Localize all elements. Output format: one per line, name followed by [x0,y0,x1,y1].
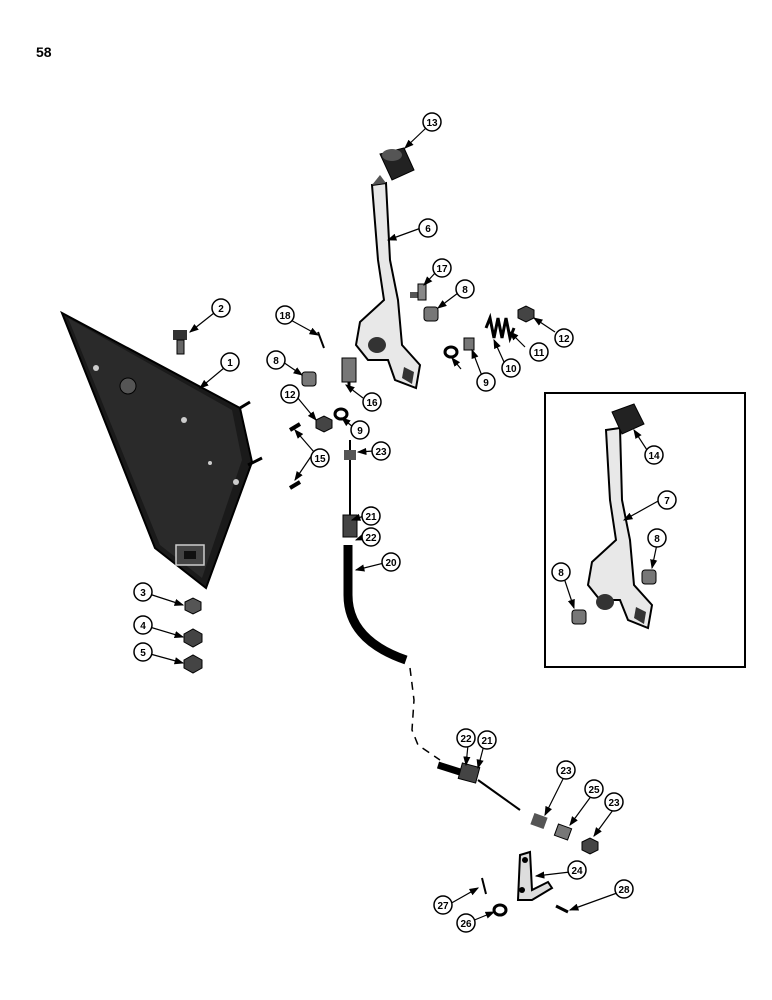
spacer [463,337,475,351]
svg-text:16: 16 [366,398,378,409]
control-cable [342,440,599,855]
control-lever [354,175,422,390]
callout-13: 13 [422,112,442,132]
svg-text:7: 7 [664,496,670,507]
pivot-bolt [410,283,427,301]
svg-text:26: 26 [460,919,472,930]
svg-text:2: 2 [218,304,224,315]
svg-text:21: 21 [365,512,377,523]
callout-17: 17 [432,258,452,278]
svg-text:8: 8 [273,356,279,367]
callout-9b: 9 [350,420,370,440]
svg-text:9: 9 [483,378,489,389]
callout-22b: 22 [456,728,476,748]
pin-27 [481,877,487,895]
inset-alternate-lever [544,392,746,668]
pin-28 [555,904,569,914]
bolt [173,330,187,355]
svg-text:3: 3 [140,588,146,599]
callout-20: 20 [381,552,401,572]
callout-8c: 8 [647,528,667,548]
svg-text:25: 25 [588,785,600,796]
callout-8b: 8 [266,350,286,370]
callout-26: 26 [456,913,476,933]
callouts: 1 2 3 4 5 6 7 8 8 8 8 9 9 10 11 12 12 13… [133,112,677,933]
washer-26 [492,903,508,917]
page-number: 58 [36,44,52,60]
cotter-pin [317,331,325,349]
svg-text:15: 15 [314,454,326,465]
svg-text:6: 6 [425,224,431,235]
lever-knob [379,147,415,181]
callout-5: 5 [133,642,153,662]
callout-7: 7 [657,490,677,510]
nut-upper [517,305,535,323]
svg-text:22: 22 [365,533,377,544]
svg-text:20: 20 [385,558,397,569]
callout-8d: 8 [551,562,571,582]
svg-text:23: 23 [608,798,620,809]
svg-text:13: 13 [426,118,438,129]
callout-21b: 21 [477,730,497,750]
callout-2: 2 [211,298,231,318]
svg-text:27: 27 [437,901,449,912]
svg-text:10: 10 [505,364,517,375]
callout-23a: 23 [371,441,391,461]
svg-text:8: 8 [558,568,564,579]
callout-6: 6 [418,218,438,238]
svg-text:11: 11 [534,348,545,359]
svg-text:1: 1 [227,358,233,369]
callout-14: 14 [644,445,664,465]
svg-text:23: 23 [560,766,572,777]
callout-8a: 8 [455,279,475,299]
svg-text:8: 8 [654,534,660,545]
nut-left [315,415,333,433]
svg-text:14: 14 [648,451,660,462]
callout-4: 4 [133,615,153,635]
nut-stack [183,597,203,674]
washer-upper [443,345,459,359]
spring [484,312,516,344]
washer-left [333,407,349,421]
svg-text:9: 9 [357,426,363,437]
callout-24: 24 [567,860,587,880]
callout-15: 15 [310,448,330,468]
mounting-plate [60,310,263,590]
callout-23b: 23 [556,760,576,780]
svg-text:22: 22 [460,734,472,745]
svg-text:12: 12 [558,334,570,345]
callout-1: 1 [220,352,240,372]
svg-text:28: 28 [618,885,630,896]
svg-text:12: 12 [284,390,296,401]
callout-27: 27 [433,895,453,915]
callout-21a: 21 [361,506,381,526]
clevis [341,357,357,388]
callout-18: 18 [275,305,295,325]
bushing-upper [423,306,439,322]
callout-12b: 12 [280,384,300,404]
svg-text:21: 21 [481,736,493,747]
svg-text:24: 24 [571,866,583,877]
svg-text:5: 5 [140,648,146,659]
callout-28: 28 [614,879,634,899]
callout-25: 25 [584,779,604,799]
callout-10: 10 [501,358,521,378]
callout-3: 3 [133,582,153,602]
bushing-left [301,371,317,387]
callout-23c: 23 [604,792,624,812]
cable-bracket [516,850,554,901]
svg-text:8: 8 [462,285,468,296]
callout-9a: 9 [476,372,496,392]
callout-12a: 12 [554,328,574,348]
svg-text:17: 17 [436,264,448,275]
callout-22a: 22 [361,527,381,547]
callout-16: 16 [362,392,382,412]
svg-text:23: 23 [375,447,387,458]
callout-11: 11 [529,342,549,362]
set-screws [288,422,302,490]
svg-text:18: 18 [279,311,291,322]
svg-text:4: 4 [140,621,146,632]
